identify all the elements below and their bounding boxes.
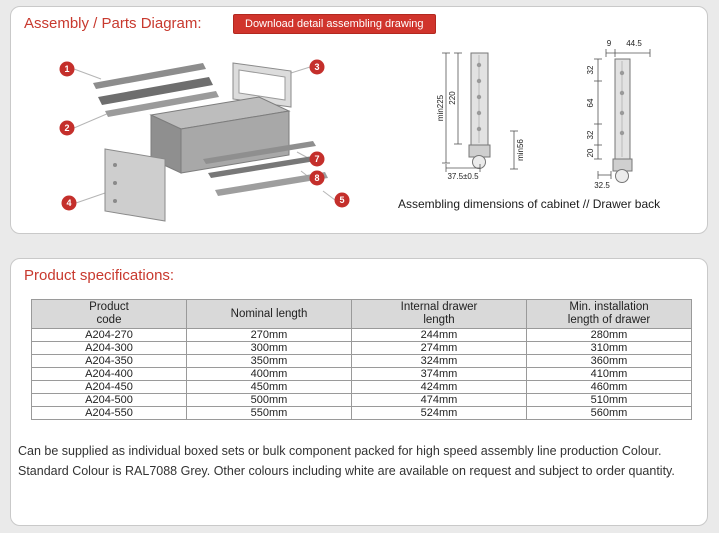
part-marker-1: 1 [59,61,75,77]
dim-label-220: 220 [448,91,457,105]
dim-label-20: 20 [586,148,595,157]
dim-label-min56: min56 [516,139,525,161]
spec-cell: 400mm [186,367,352,382]
spec-cell: 474mm [351,393,527,408]
spec-cell: A204-450 [31,380,187,395]
spec-cell: 280mm [526,328,692,343]
part-marker-7: 7 [309,151,325,167]
specs-section: Product specifications: Product code Nom… [10,258,708,526]
spec-cell: 460mm [526,380,692,395]
spec-cell: 244mm [351,328,527,343]
spec-row: A204-300 300mm 274mm 310mm [31,341,692,356]
svg-text:1: 1 [64,64,69,74]
specs-table: Product code Nominal length Internal dra… [31,298,692,421]
dim-line-220 [454,52,462,145]
dim-label-32-mid: 32 [586,130,595,139]
svg-text:3: 3 [314,62,319,72]
part-marker-3: 3 [309,59,325,75]
spec-cell: 510mm [526,393,692,408]
svg-text:4: 4 [66,198,71,208]
col-header-nominal-length: Nominal length [186,298,352,330]
specs-title: Product specifications: [24,267,175,284]
spec-cell: A204-300 [31,341,187,356]
spec-row: A204-400 400mm 374mm 410mm [31,367,692,382]
assembly-section: Assembly / Parts Diagram: Download detai… [10,6,708,234]
spec-row: A204-270 270mm 244mm 280mm [31,328,692,343]
exploded-parts-diagram: 1 2 3 4 5 [59,59,350,222]
assembly-title: Assembly / Parts Diagram: [24,15,202,32]
spec-cell: 310mm [526,341,692,356]
spec-cell: 360mm [526,354,692,369]
spec-cell: 410mm [526,367,692,382]
spec-cell: 300mm [186,341,352,356]
drawer-back-frame-shape [232,62,292,108]
dim-line-side-chain [594,58,602,160]
spec-cell: A204-400 [31,367,187,382]
dim-line-min56 [510,130,518,170]
spec-cell: 274mm [351,341,527,356]
spec-row: A204-350 350mm 324mm 360mm [31,354,692,369]
spec-cell: 560mm [526,406,692,421]
drawer-body-shape [149,96,291,174]
spec-cell: 550mm [186,406,352,421]
dimensions-caption: Assembling dimensions of cabinet // Draw… [398,197,661,211]
spec-cell: 374mm [351,367,527,382]
part-marker-8: 8 [309,170,325,186]
spec-cell: A204-550 [31,406,187,421]
spec-cell: 350mm [186,354,352,369]
dim-label-44-5: 44.5 [626,39,642,48]
spec-cell: 270mm [186,328,352,343]
spec-row: A204-450 450mm 424mm 460mm [31,380,692,395]
col-header-internal-drawer-length: Internal drawer length [351,298,527,330]
spec-cell: 424mm [351,380,527,395]
dim-label-9: 9 [607,39,612,48]
dim-line-32-5 [597,171,612,179]
spec-cell: A204-270 [31,328,187,343]
svg-text:8: 8 [314,173,319,183]
spec-cell: 500mm [186,393,352,408]
svg-text:7: 7 [314,154,319,164]
dim-label-37-5: 37.5±0.5 [447,172,479,181]
cabinet-dimension-drawing: min225 220 min56 [436,52,525,181]
col-header-min-installation-length: Min. installation length of drawer [526,298,692,330]
spec-header-row: Product code Nominal length Internal dra… [31,298,692,330]
drawer-back-dimension-drawing: 9 44.5 32 64 32 20 [586,39,651,190]
part-marker-2: 2 [59,120,75,136]
dimension-drawings: min225 220 min56 [436,39,651,190]
svg-text:2: 2 [64,123,69,133]
svg-text:5: 5 [339,195,344,205]
dim-label-min225: min225 [436,94,445,121]
part-markers: 1 2 3 4 5 [59,59,350,211]
dim-line-37-5 [445,164,481,172]
slide-rails-shapes [93,63,219,117]
spec-cell: 324mm [351,354,527,369]
side-panel-shape [104,148,166,222]
bottom-rails-shapes [203,141,328,196]
spec-row: A204-550 550mm 524mm 560mm [31,406,692,421]
dim-label-32-top: 32 [586,65,595,74]
dim-label-32-5: 32.5 [594,181,610,190]
spec-row: A204-500 500mm 474mm 510mm [31,393,692,408]
part-marker-5: 5 [334,192,350,208]
spec-cell: 450mm [186,380,352,395]
dim-line-top [605,49,651,57]
col-header-product-code: Product code [31,298,187,330]
spec-cell: A204-350 [31,354,187,369]
part-marker-4: 4 [61,195,77,211]
download-drawing-button[interactable]: Download detail assembling drawing [233,14,436,34]
dim-line-min225 [442,52,450,164]
spec-cell: A204-500 [31,393,187,408]
dim-label-64: 64 [586,98,595,107]
spec-cell: 524mm [351,406,527,421]
supply-note: Can be supplied as individual boxed sets… [18,444,675,478]
